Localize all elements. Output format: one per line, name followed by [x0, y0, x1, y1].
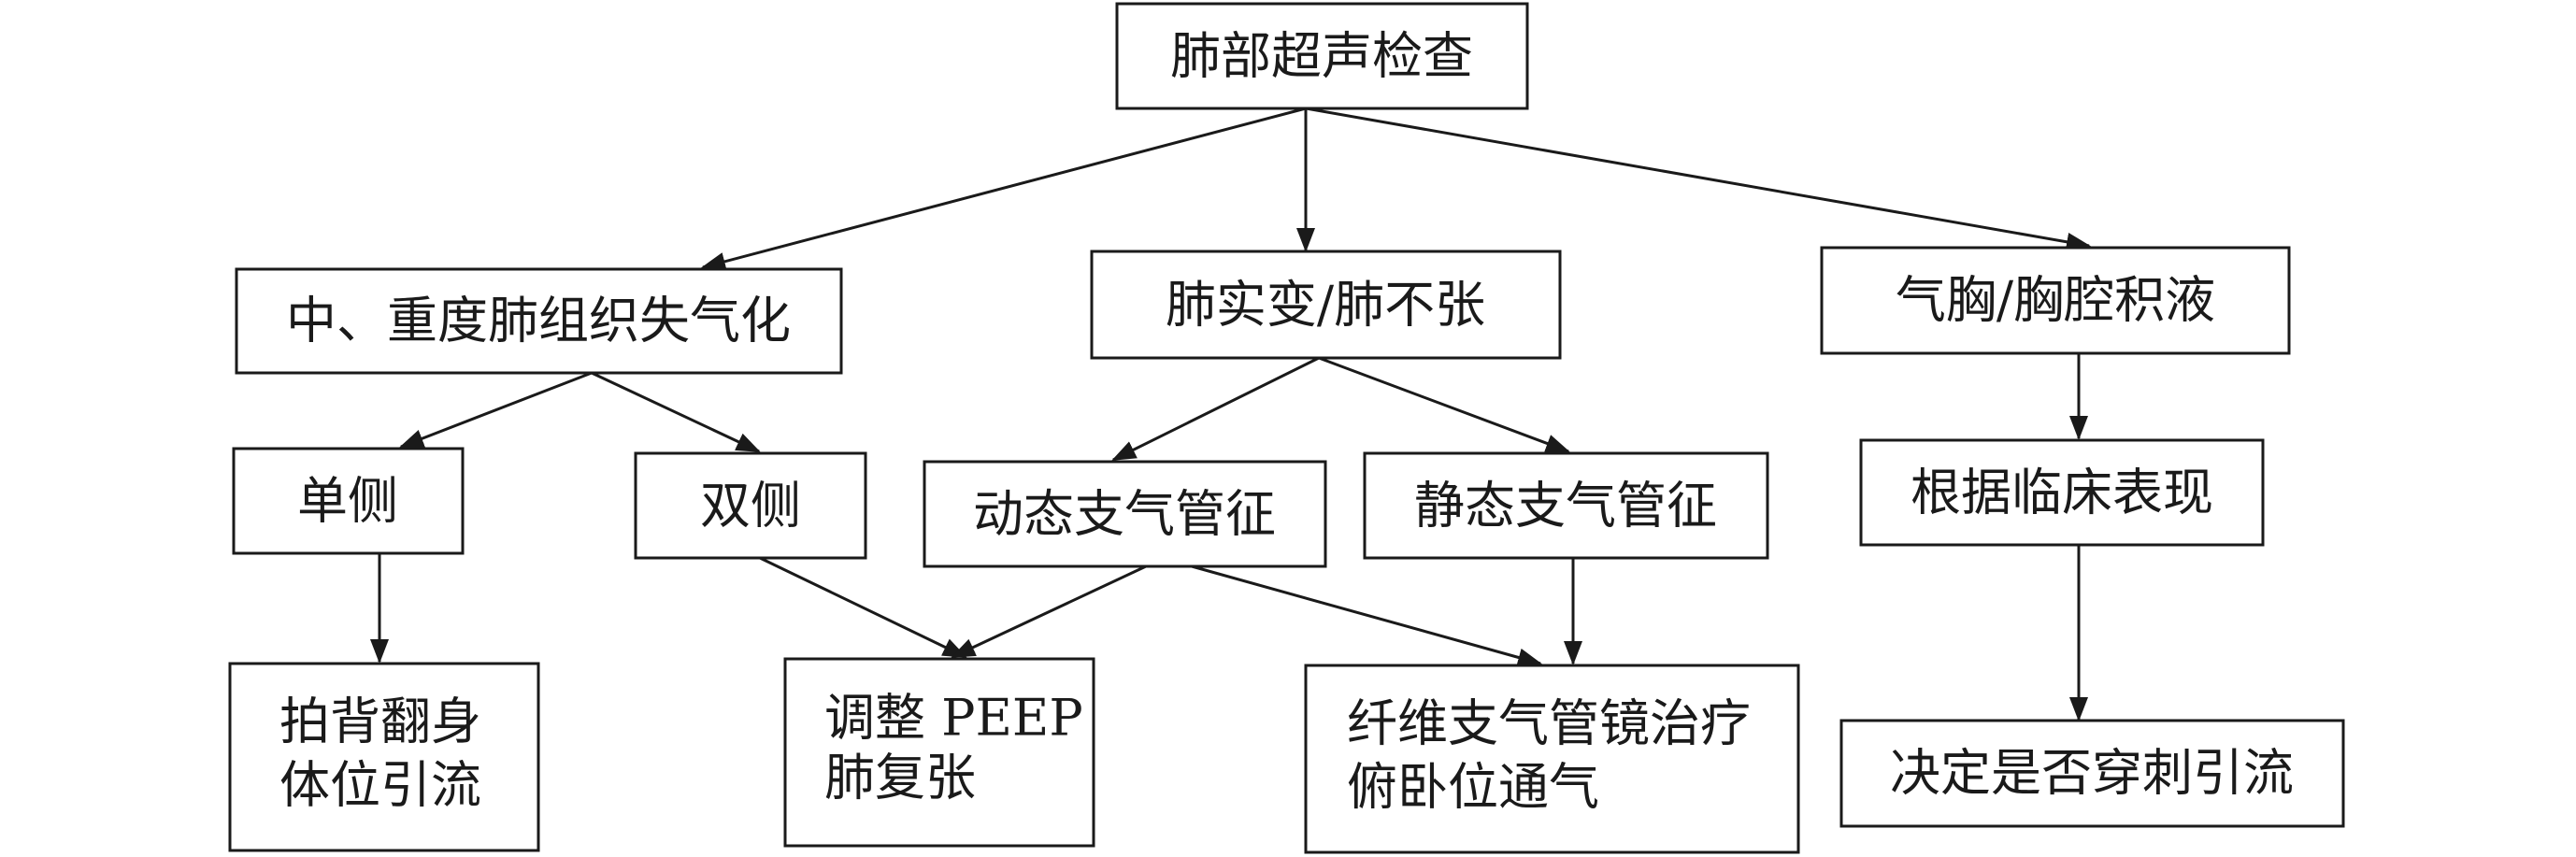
node-consolidation: 肺实变/肺不张 [1090, 250, 1562, 360]
arrow-dynamic-to-bronchoscopy [1191, 564, 1542, 667]
node-label-line-1: 拍背翻身 [279, 693, 481, 751]
node-label: 根据临床表现 [1911, 464, 2213, 522]
node-box [228, 662, 540, 852]
node-label: 双侧 [700, 477, 801, 536]
node-label: 中、重度肺组织失气化 [286, 292, 791, 350]
node-box [1304, 664, 1800, 854]
node-severe: 中、重度肺组织失气化 [235, 267, 843, 375]
node-label: 肺部超声检查 [1170, 27, 1473, 86]
node-label-line-2: 体位引流 [279, 756, 481, 815]
node-box [1820, 246, 2291, 355]
arrow-root-to-pneumothorax [1305, 107, 2091, 251]
arrow-bilateral-to-peep [759, 556, 967, 659]
edges [370, 107, 2091, 721]
node-box [923, 460, 1327, 568]
arrow-severe-to-unilateral [399, 371, 593, 449]
node-bilateral: 双侧 [634, 451, 867, 560]
node-box [1115, 2, 1529, 110]
node-label: 肺实变/肺不张 [1166, 276, 1485, 335]
arrow-root-to-severe [701, 107, 1307, 271]
node-box [232, 447, 465, 555]
node-label: 静态支气管征 [1414, 477, 1717, 536]
node-dynamic: 动态支气管征 [923, 460, 1327, 568]
node-drainage: 决定是否穿刺引流 [1839, 719, 2345, 828]
node-box [1090, 250, 1562, 360]
node-box [1363, 451, 1769, 560]
node-bronchoscopy: 纤维支气管镜治疗 俯卧位通气 [1304, 664, 1800, 854]
node-pneumothorax: 气胸/胸腔积液 [1820, 246, 2291, 355]
node-unilateral: 单侧 [232, 447, 465, 555]
node-label: 单侧 [297, 472, 398, 531]
node-label-line-2: 俯卧位通气 [1347, 758, 1599, 817]
node-label: 动态支气管征 [973, 485, 1276, 544]
node-peep: 调整 PEEP 肺复张 [783, 657, 1095, 848]
arrow-consolidation-to-static [1318, 356, 1570, 453]
node-box [1839, 719, 2345, 828]
node-label: 决定是否穿刺引流 [1890, 744, 2294, 803]
arrow-severe-to-bilateral [591, 371, 761, 453]
node-label-line-2: 肺复张 [824, 749, 976, 807]
node-clinical: 根据临床表现 [1859, 438, 2265, 547]
node-static: 静态支气管征 [1363, 451, 1769, 560]
arrow-dynamic-to-peep [951, 564, 1147, 659]
node-percussion: 拍背翻身 体位引流 [228, 662, 540, 852]
node-label-line-1: 纤维支气管镜治疗 [1347, 694, 1751, 753]
node-label-line-1: 调整 PEEP [824, 689, 1083, 748]
node-root: 肺部超声检查 [1115, 2, 1529, 110]
node-label: 气胸/胸腔积液 [1896, 271, 2215, 330]
node-box [235, 267, 843, 375]
arrow-consolidation-to-dynamic [1111, 356, 1320, 462]
node-box [783, 657, 1095, 848]
node-box [1859, 438, 2265, 547]
node-box [634, 451, 867, 560]
